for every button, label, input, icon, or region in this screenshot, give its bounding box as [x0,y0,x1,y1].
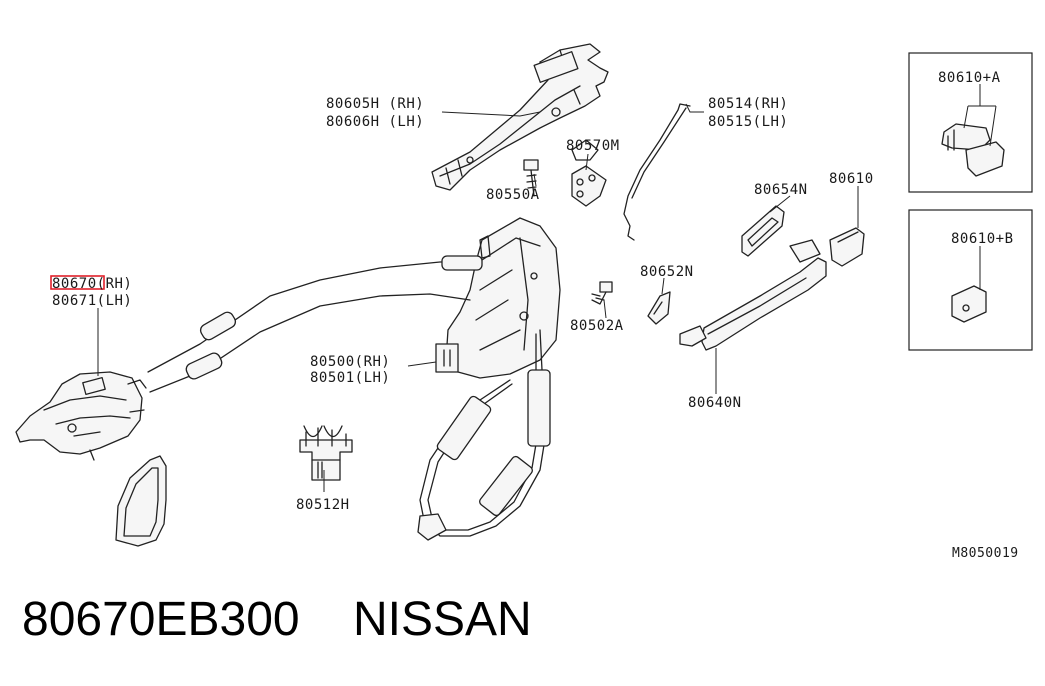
label-80654n: 80654N [754,182,808,198]
caption: 80670EB300 NISSAN [22,596,532,644]
label-80501: 80501(LH) [310,370,390,386]
inset-box-b [908,209,1033,351]
label-80640n: 80640N [688,395,742,411]
bolt-part [523,159,539,197]
caption-gap [300,593,353,646]
escutcheon-part [115,455,167,547]
part-number: 80670EB300 [22,593,300,646]
outside-handle-part [679,239,827,351]
label-80512h: 80512H [296,497,350,513]
label-80514: 80514(RH) [708,96,788,112]
clip-part [299,425,353,481]
brand-name: NISSAN [352,593,532,646]
label-80570m: 80570M [566,138,620,154]
label-80610-b: 80610+B [951,231,1014,247]
key-cylinder-cap-part [829,227,865,267]
cable-part [147,255,483,393]
inside-handle-part [15,371,147,461]
label-80606h: 80606H (LH) [326,114,424,130]
rod-part [623,103,691,241]
label-80550a: 80550A [486,187,540,203]
label-80652n: 80652N [640,264,694,280]
label-80610-a: 80610+A [938,70,1001,86]
inset-box-a [908,52,1033,193]
label-80500: 80500(RH) [310,354,390,370]
label-80610: 80610 [829,171,874,187]
plate-part [571,139,607,207]
label-80605h: 80605H (RH) [326,96,424,112]
gasket-part [647,291,671,325]
cable-loop-part [417,329,551,541]
label-80515: 80515(LH) [708,114,788,130]
diagram-reference: M8050019 [952,546,1019,561]
leader-lines [97,84,997,492]
gasket-part-2 [741,205,785,257]
door-lock-actuator-part [435,217,561,379]
outside-handle-bracket-part [431,43,609,191]
highlight-box [50,275,105,290]
bolt-part-2 [591,281,613,305]
label-80502a: 80502A [570,318,624,334]
label-80670: 80670(RH) [52,276,132,292]
label-80671: 80671(LH) [52,293,132,309]
